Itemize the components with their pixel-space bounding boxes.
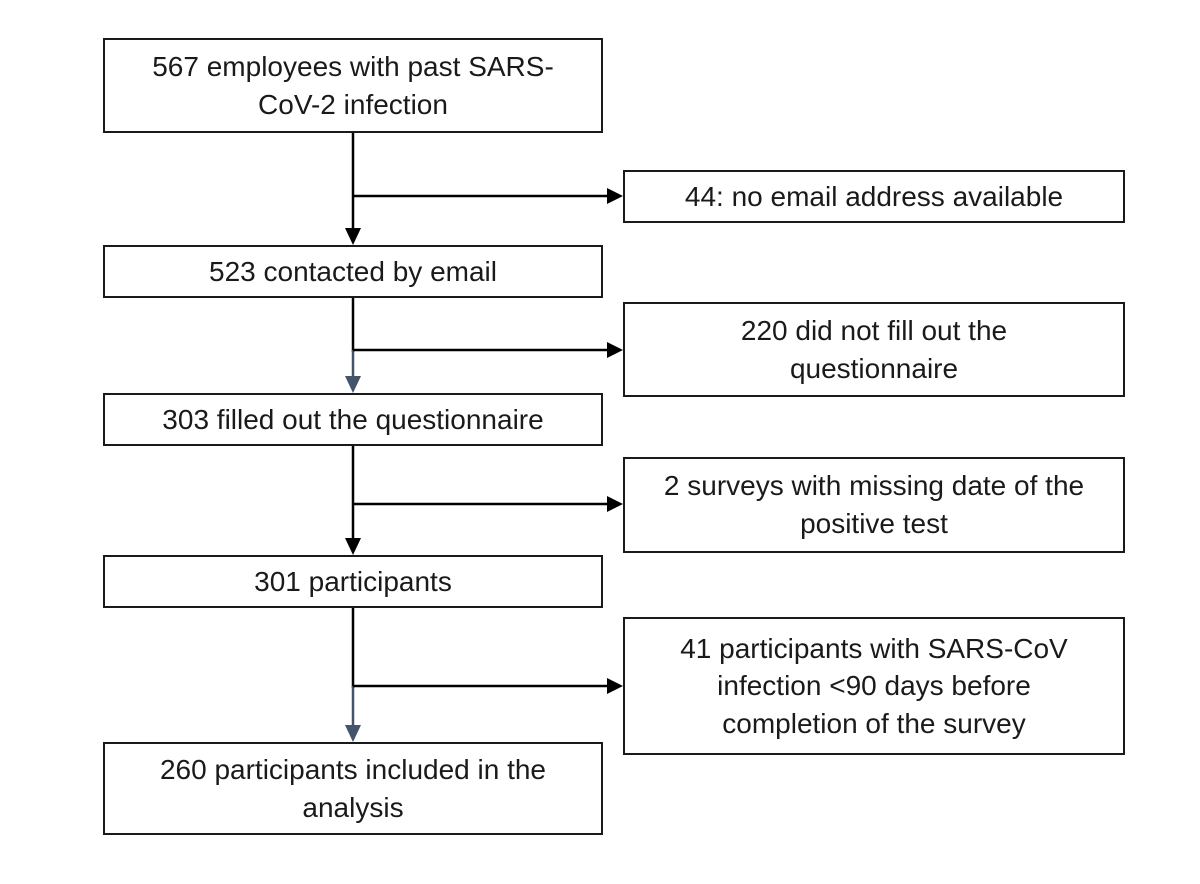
flow-box-did-not-fill: 220 did not fill out the questionnaire	[623, 302, 1125, 397]
arrow-branch-missing-date	[353, 496, 623, 512]
box-text-line: positive test	[800, 508, 948, 539]
flow-box-participants: 301 participants	[103, 555, 603, 608]
flow-box-recent-infection: 41 participants with SARS-CoV infection …	[623, 617, 1125, 755]
box-text-line: 523 contacted by email	[209, 255, 497, 287]
flow-box-filled-questionnaire: 303 filled out the questionnaire	[103, 393, 603, 446]
arrow-contacted-to-filled	[345, 298, 361, 393]
box-text-line: 220 did not fill out the	[740, 314, 1008, 346]
box-text-line: 301 participants	[254, 565, 452, 597]
arrow-branch-recent-infection	[353, 678, 623, 694]
box-text-line: 41 participants with SARS-CoV	[680, 632, 1068, 664]
flow-box-missing-date: 2 surveys with missing date of the posit…	[623, 457, 1125, 553]
box-text-line: analysis	[302, 791, 404, 823]
box-text-line: 44: no email address available	[684, 180, 1064, 212]
flow-box-included-analysis: 260 participants included in the analysi…	[103, 742, 603, 835]
arrow-branch-no-email	[353, 188, 623, 204]
arrow-participants-to-included	[345, 608, 361, 742]
arrow-employees-to-contacted	[345, 133, 361, 245]
box-text-line: completion of the survey	[722, 707, 1026, 739]
flow-box-employees: 567 employees with past SARS- CoV-2 infe…	[103, 38, 603, 133]
box-text-line: 567 employees with past SARS-	[152, 50, 554, 82]
box-text-line: 260 participants included in the	[159, 753, 547, 785]
flow-box-contacted: 523 contacted by email	[103, 245, 603, 298]
box-text-line: 2 surveys with missing date of the	[663, 470, 1085, 502]
box-text-line: CoV-2 infection	[258, 88, 448, 120]
arrow-filled-to-participants	[345, 446, 361, 555]
box-text-line: 303 filled out the questionnaire	[162, 403, 544, 435]
box-text-line: questionnaire	[789, 352, 959, 384]
arrow-branch-not-filled	[353, 342, 623, 358]
flow-box-no-email: 44: no email address available	[623, 170, 1125, 223]
box-text-line: infection <90 days before	[717, 670, 1031, 702]
